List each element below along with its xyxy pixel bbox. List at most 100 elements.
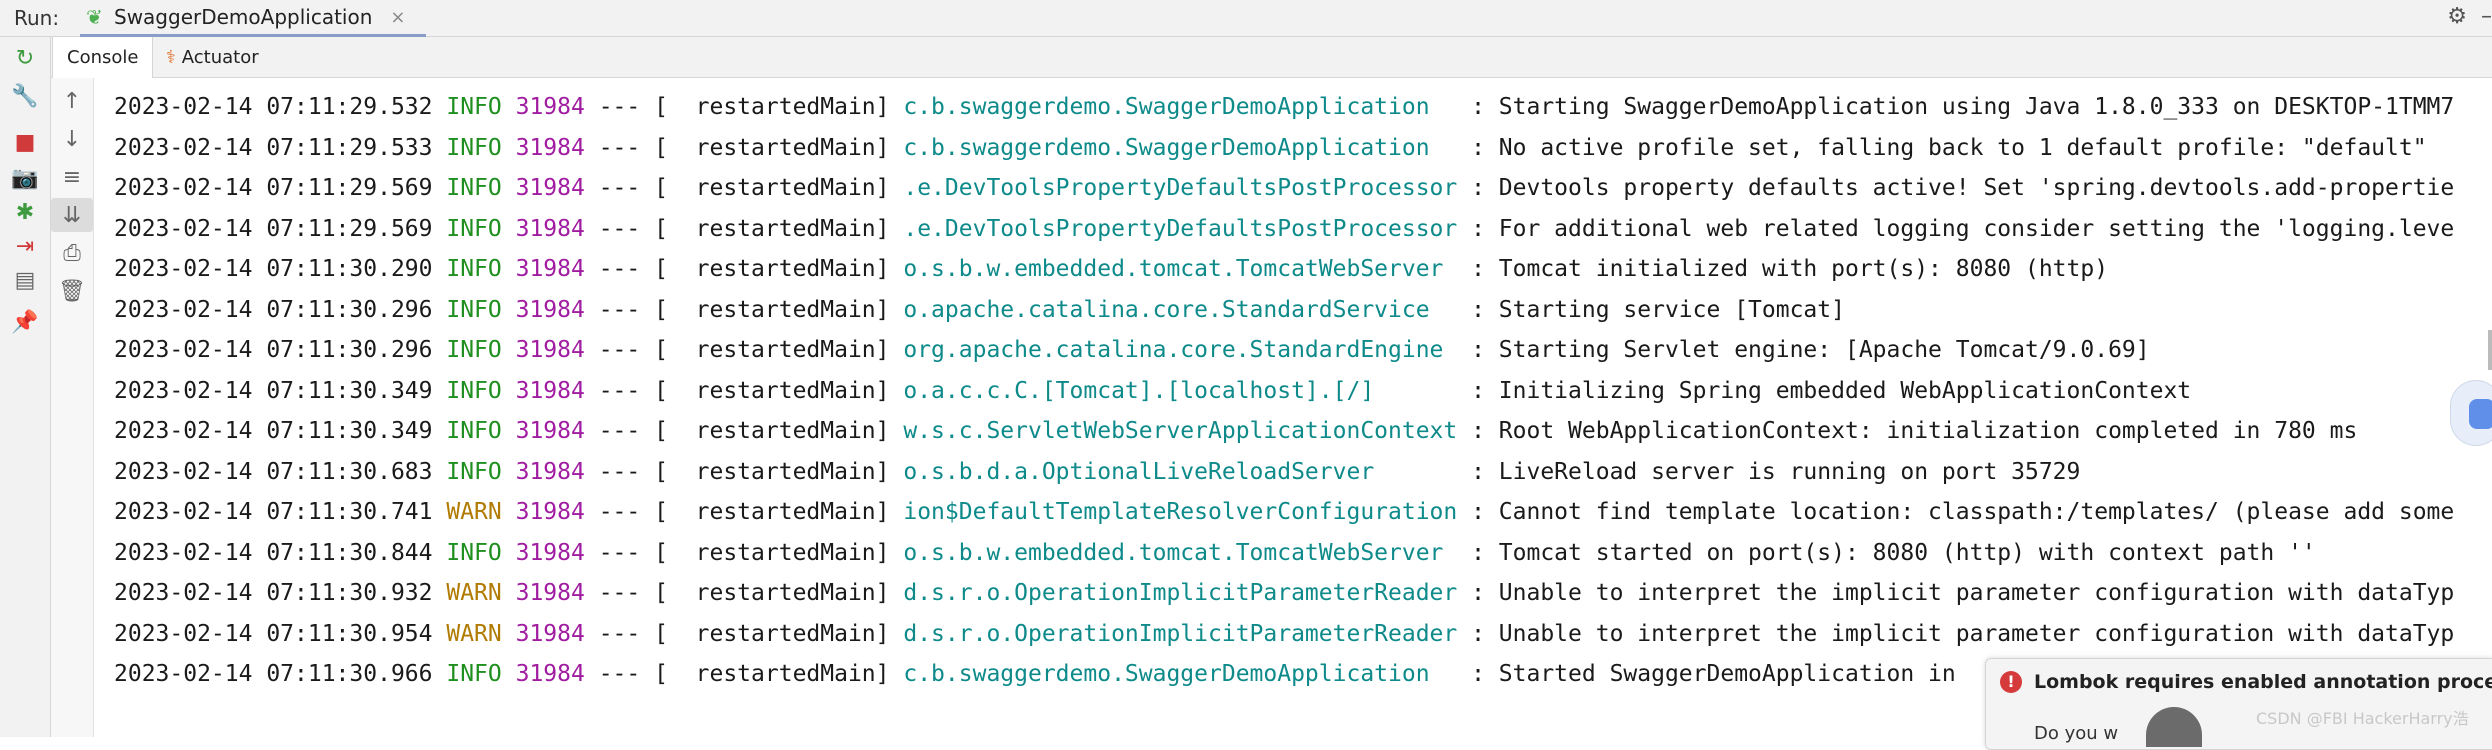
mail-icon [2146, 707, 2202, 747]
print-icon[interactable]: ⎙ [63, 240, 81, 266]
log-thread: --- [ restartedMain] [584, 337, 890, 363]
log-logger: d.s.r.o.OperationImplicitParameterReader [903, 580, 1458, 606]
assistant-float-button[interactable] [2450, 380, 2492, 446]
pin-icon[interactable]: 📌 [11, 309, 39, 335]
run-config-tab[interactable]: ❦ SwaggerDemoApplication × [80, 0, 426, 37]
log-thread: --- [ restartedMain] [584, 215, 890, 242]
notification-balloon[interactable]: ! Lombok requires enabled annotation pro… [1985, 658, 2492, 750]
spring-leaf-icon: ❦ [86, 5, 103, 29]
log-level: INFO [446, 175, 502, 201]
log-line: 2023-02-14 07:11:29.569 INFO 31984 --- [… [114, 169, 2454, 207]
trash-icon[interactable]: 🗑 [58, 278, 86, 304]
log-line: 2023-02-14 07:11:30.296 INFO 31984 --- [… [114, 331, 2150, 369]
log-line: 2023-02-14 07:11:30.844 INFO 31984 --- [… [114, 534, 2316, 572]
log-logger: c.b.swaggerdemo.SwaggerDemoApplication [903, 94, 1458, 120]
log-message: : LiveReload server is running on port 3… [1457, 458, 2081, 485]
log-line: 2023-02-14 07:11:30.932 WARN 31984 --- [… [114, 574, 2454, 612]
run-label: Run: [14, 6, 60, 30]
log-level: INFO [446, 296, 502, 323]
log-pid: 31984 [515, 539, 585, 566]
rerun-icon[interactable]: ↻ [15, 45, 35, 71]
log-pid: 31984 [515, 418, 585, 444]
log-message: : Started SwaggerDemoApplication in [1457, 661, 1956, 687]
log-message: : Unable to interpret the implicit param… [1457, 580, 2455, 606]
soft-wrap-icon[interactable]: ≡ [62, 164, 82, 190]
log-level: INFO [446, 337, 502, 363]
down-arrow-icon[interactable]: ↓ [62, 126, 82, 152]
log-level: INFO [446, 134, 502, 161]
notification-body: Do you w [2034, 723, 2119, 744]
camera-icon[interactable]: 📷 [11, 165, 39, 191]
log-logger: d.s.r.o.OperationImplicitParameterReader [903, 620, 1458, 647]
gear-icon[interactable]: ⚙ [2447, 4, 2467, 29]
close-tab-icon[interactable]: × [390, 6, 406, 28]
tab-actuator[interactable]: ⚕ Actuator [152, 37, 273, 77]
login-icon[interactable]: ⇥ [15, 233, 35, 259]
log-level: INFO [446, 215, 502, 242]
debug-icon[interactable]: ✱ [15, 199, 35, 225]
log-pid: 31984 [515, 296, 585, 323]
log-timestamp: 2023-02-14 07:11:29.569 [114, 175, 433, 201]
log-thread: --- [ restartedMain] [584, 661, 890, 687]
scroll-to-end-icon[interactable]: ⇊ [51, 198, 93, 232]
minimize-icon[interactable]: – [2481, 4, 2492, 29]
log-message: : Starting Servlet engine: [Apache Tomca… [1457, 337, 2150, 363]
log-logger: w.s.c.ServletWebServerApplicationContext [903, 418, 1458, 444]
log-line: 2023-02-14 07:11:29.533 INFO 31984 --- [… [114, 129, 2427, 167]
log-line: 2023-02-14 07:11:29.569 INFO 31984 --- [… [114, 210, 2454, 248]
log-logger: c.b.swaggerdemo.SwaggerDemoApplication [903, 661, 1458, 687]
log-thread: --- [ restartedMain] [584, 580, 890, 606]
log-thread: --- [ restartedMain] [584, 499, 890, 525]
log-thread: --- [ restartedMain] [584, 134, 890, 161]
log-pid: 31984 [515, 94, 585, 120]
log-message: : Tomcat started on port(s): 8080 (http)… [1457, 539, 2316, 566]
log-thread: --- [ restartedMain] [584, 539, 890, 566]
assistant-icon [2469, 399, 2492, 429]
log-timestamp: 2023-02-14 07:11:30.349 [114, 418, 433, 444]
log-pid: 31984 [515, 620, 585, 647]
console-output[interactable]: 2023-02-14 07:11:29.532 INFO 31984 --- [… [94, 78, 2492, 737]
log-pid: 31984 [515, 458, 585, 485]
log-level: WARN [446, 499, 502, 525]
run-config-name: SwaggerDemoApplication [114, 5, 373, 29]
run-toolwindow-header: Run: ❦ SwaggerDemoApplication × ⚙ – [0, 0, 2492, 37]
log-level: INFO [446, 377, 502, 404]
log-thread: --- [ restartedMain] [584, 377, 890, 404]
log-line: 2023-02-14 07:11:30.290 INFO 31984 --- [… [114, 250, 2108, 288]
run-toolbar: ↻ 🔧 ■ 📷 ✱ ⇥ ▤ 📌 [0, 37, 51, 737]
settings-wrench-icon[interactable]: 🔧 [11, 83, 39, 109]
log-timestamp: 2023-02-14 07:11:30.954 [114, 620, 433, 647]
log-line: 2023-02-14 07:11:30.966 INFO 31984 --- [… [114, 655, 1956, 693]
log-line: 2023-02-14 07:11:29.532 INFO 31984 --- [… [114, 88, 2454, 126]
log-timestamp: 2023-02-14 07:11:30.296 [114, 337, 433, 363]
log-level: INFO [446, 539, 502, 566]
log-level: WARN [446, 620, 502, 647]
log-level: INFO [446, 94, 502, 120]
stop-icon[interactable]: ■ [14, 129, 36, 155]
log-timestamp: 2023-02-14 07:11:29.569 [114, 215, 433, 242]
log-message: : For additional web related logging con… [1457, 215, 2455, 242]
log-message: : Initializing Spring embedded WebApplic… [1457, 377, 2192, 404]
log-pid: 31984 [515, 337, 585, 363]
log-line: 2023-02-14 07:11:30.349 INFO 31984 --- [… [114, 412, 2357, 450]
layout-icon[interactable]: ▤ [14, 267, 36, 293]
log-level: INFO [446, 458, 502, 485]
log-timestamp: 2023-02-14 07:11:30.932 [114, 580, 433, 606]
log-thread: --- [ restartedMain] [584, 458, 890, 485]
log-timestamp: 2023-02-14 07:11:30.290 [114, 256, 433, 282]
log-level: WARN [446, 580, 502, 606]
up-arrow-icon[interactable]: ↑ [62, 88, 82, 114]
log-logger: o.a.c.c.C.[Tomcat].[localhost].[/] [903, 377, 1458, 404]
log-pid: 31984 [515, 661, 585, 687]
tab-console[interactable]: Console [52, 37, 154, 78]
log-thread: --- [ restartedMain] [584, 620, 890, 647]
scrollbar-thumb[interactable] [2488, 330, 2492, 370]
log-thread: --- [ restartedMain] [584, 418, 890, 444]
tab-console-label: Console [67, 47, 139, 68]
log-thread: --- [ restartedMain] [584, 256, 890, 282]
log-message: : Tomcat initialized with port(s): 8080 … [1457, 256, 2109, 282]
log-message: : Root WebApplicationContext: initializa… [1457, 418, 2358, 444]
log-thread: --- [ restartedMain] [584, 175, 890, 201]
log-logger: org.apache.catalina.core.StandardEngine [903, 337, 1458, 363]
watermark: CSDN @FBI HackerHarry浩 [2256, 709, 2469, 728]
